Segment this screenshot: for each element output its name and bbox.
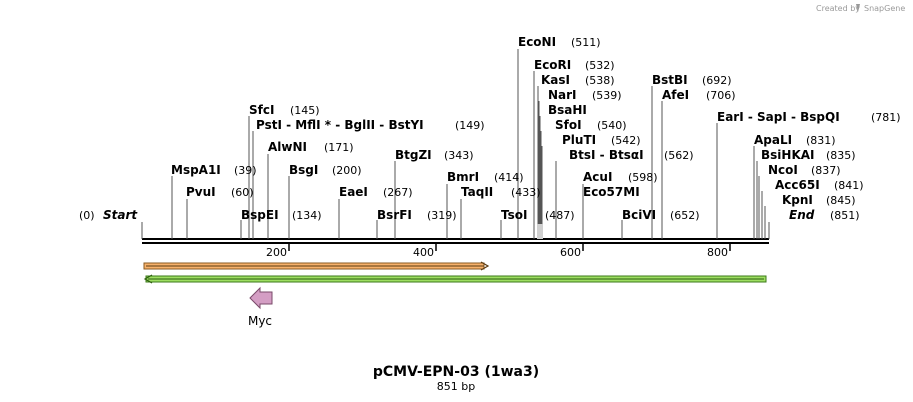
site-position: (60) xyxy=(231,186,254,199)
site-label[interactable]: BspEI xyxy=(241,208,279,222)
site-label[interactable]: Acc65I xyxy=(775,178,820,192)
site-position: (540) xyxy=(597,119,627,132)
site-position: (831) xyxy=(806,134,836,147)
site-label[interactable]: BtsI - BtsαI xyxy=(569,148,644,162)
arrow-left-icon xyxy=(249,286,273,310)
site-label[interactable]: BsrFI xyxy=(377,208,412,222)
myc-label: Myc xyxy=(248,314,272,328)
site-position: (692) xyxy=(702,74,732,87)
site-label[interactable]: BciVI xyxy=(622,208,656,222)
myc-feature[interactable]: Myc xyxy=(248,286,273,328)
start-position: (0) xyxy=(79,209,95,222)
site-position: (149) xyxy=(455,119,485,132)
site-label[interactable]: PluTI xyxy=(562,133,596,147)
site-label[interactable]: BtgZI xyxy=(395,148,432,162)
ruler-label-800: 800 xyxy=(707,246,728,259)
site-position: (652) xyxy=(670,209,700,222)
site-label[interactable]: BmrI xyxy=(447,170,479,184)
map-title: pCMV-EPN-03 (1wa3) xyxy=(373,364,539,380)
site-position: (845) xyxy=(826,194,856,207)
site-label[interactable]: AcuI xyxy=(583,170,612,184)
site-label[interactable]: PvuI xyxy=(186,185,216,199)
site-label[interactable]: NarI xyxy=(548,88,577,102)
site-position: (414) xyxy=(494,171,524,184)
site-label[interactable]: NcoI xyxy=(768,163,798,177)
backbone xyxy=(142,238,769,244)
site-label[interactable]: EcoNI xyxy=(518,35,556,49)
site-position: (562) xyxy=(664,149,694,162)
site-label[interactable]: EarI - SapI - BspQI xyxy=(717,110,840,124)
site-label[interactable]: BsaHI xyxy=(548,103,587,117)
site-label[interactable]: KasI xyxy=(541,73,570,87)
ruler-label-400: 400 xyxy=(413,246,434,259)
map-subtitle: 851 bp xyxy=(437,380,475,393)
site-position: (706) xyxy=(706,89,736,102)
snapgene-logo-icon xyxy=(856,4,860,12)
orf-forward[interactable] xyxy=(143,261,490,271)
brand-text: SnapGene xyxy=(864,4,905,13)
site-label[interactable]: AfeI xyxy=(662,88,689,102)
site-position: (267) xyxy=(383,186,413,199)
end-label: End xyxy=(789,208,815,222)
site-position: (200) xyxy=(332,164,362,177)
site-position: (171) xyxy=(324,141,354,154)
site-position: (598) xyxy=(628,171,658,184)
start-label: Start xyxy=(103,208,138,222)
site-label[interactable]: TsoI xyxy=(501,208,527,222)
ruler-label-200: 200 xyxy=(266,246,287,259)
site-label[interactable]: KpnI xyxy=(782,193,813,207)
ruler: 200 400 600 800 xyxy=(266,243,731,259)
site-position: (134) xyxy=(292,209,322,222)
site-cluster-shade xyxy=(537,224,543,239)
site-label[interactable]: BsgI xyxy=(289,163,318,177)
site-position: (539) xyxy=(592,89,622,102)
site-label[interactable]: SfoI xyxy=(555,118,582,132)
site-label[interactable]: SfcI xyxy=(249,103,274,117)
site-label[interactable]: AlwNI xyxy=(268,140,307,154)
enzyme-labels: MspA1I (39) PvuI (60) BspEI (134) SfcI (… xyxy=(171,35,901,222)
site-position: (538) xyxy=(585,74,615,87)
ruler-label-600: 600 xyxy=(560,246,581,259)
site-position: (542) xyxy=(611,134,641,147)
site-label[interactable]: TaqII xyxy=(461,185,493,199)
site-label[interactable]: BstBI xyxy=(652,73,688,87)
site-position: (433) xyxy=(511,186,541,199)
site-position: (511) xyxy=(571,36,601,49)
site-position: (39) xyxy=(234,164,257,177)
site-label[interactable]: PstI - MflI * - BglII - BstYI xyxy=(256,118,424,132)
site-position: (837) xyxy=(811,164,841,177)
site-position: (532) xyxy=(585,59,615,72)
site-position: (487) xyxy=(545,209,575,222)
site-position: (343) xyxy=(444,149,474,162)
end-position: (851) xyxy=(830,209,860,222)
site-label[interactable]: Eco57MI xyxy=(583,185,640,199)
site-position: (319) xyxy=(427,209,457,222)
site-label[interactable]: MspA1I xyxy=(171,163,221,177)
site-lines xyxy=(141,49,770,239)
site-label[interactable]: EaeI xyxy=(339,185,368,199)
site-position: (841) xyxy=(834,179,864,192)
site-position: (781) xyxy=(871,111,901,124)
site-label[interactable]: BsiHKAI xyxy=(761,148,815,162)
orf-reverse[interactable] xyxy=(143,274,767,284)
site-label[interactable]: ApaLI xyxy=(754,133,792,147)
credit-text: Created by xyxy=(816,4,860,13)
site-position: (145) xyxy=(290,104,320,117)
site-label[interactable]: EcoRI xyxy=(534,58,571,72)
site-position: (835) xyxy=(826,149,856,162)
